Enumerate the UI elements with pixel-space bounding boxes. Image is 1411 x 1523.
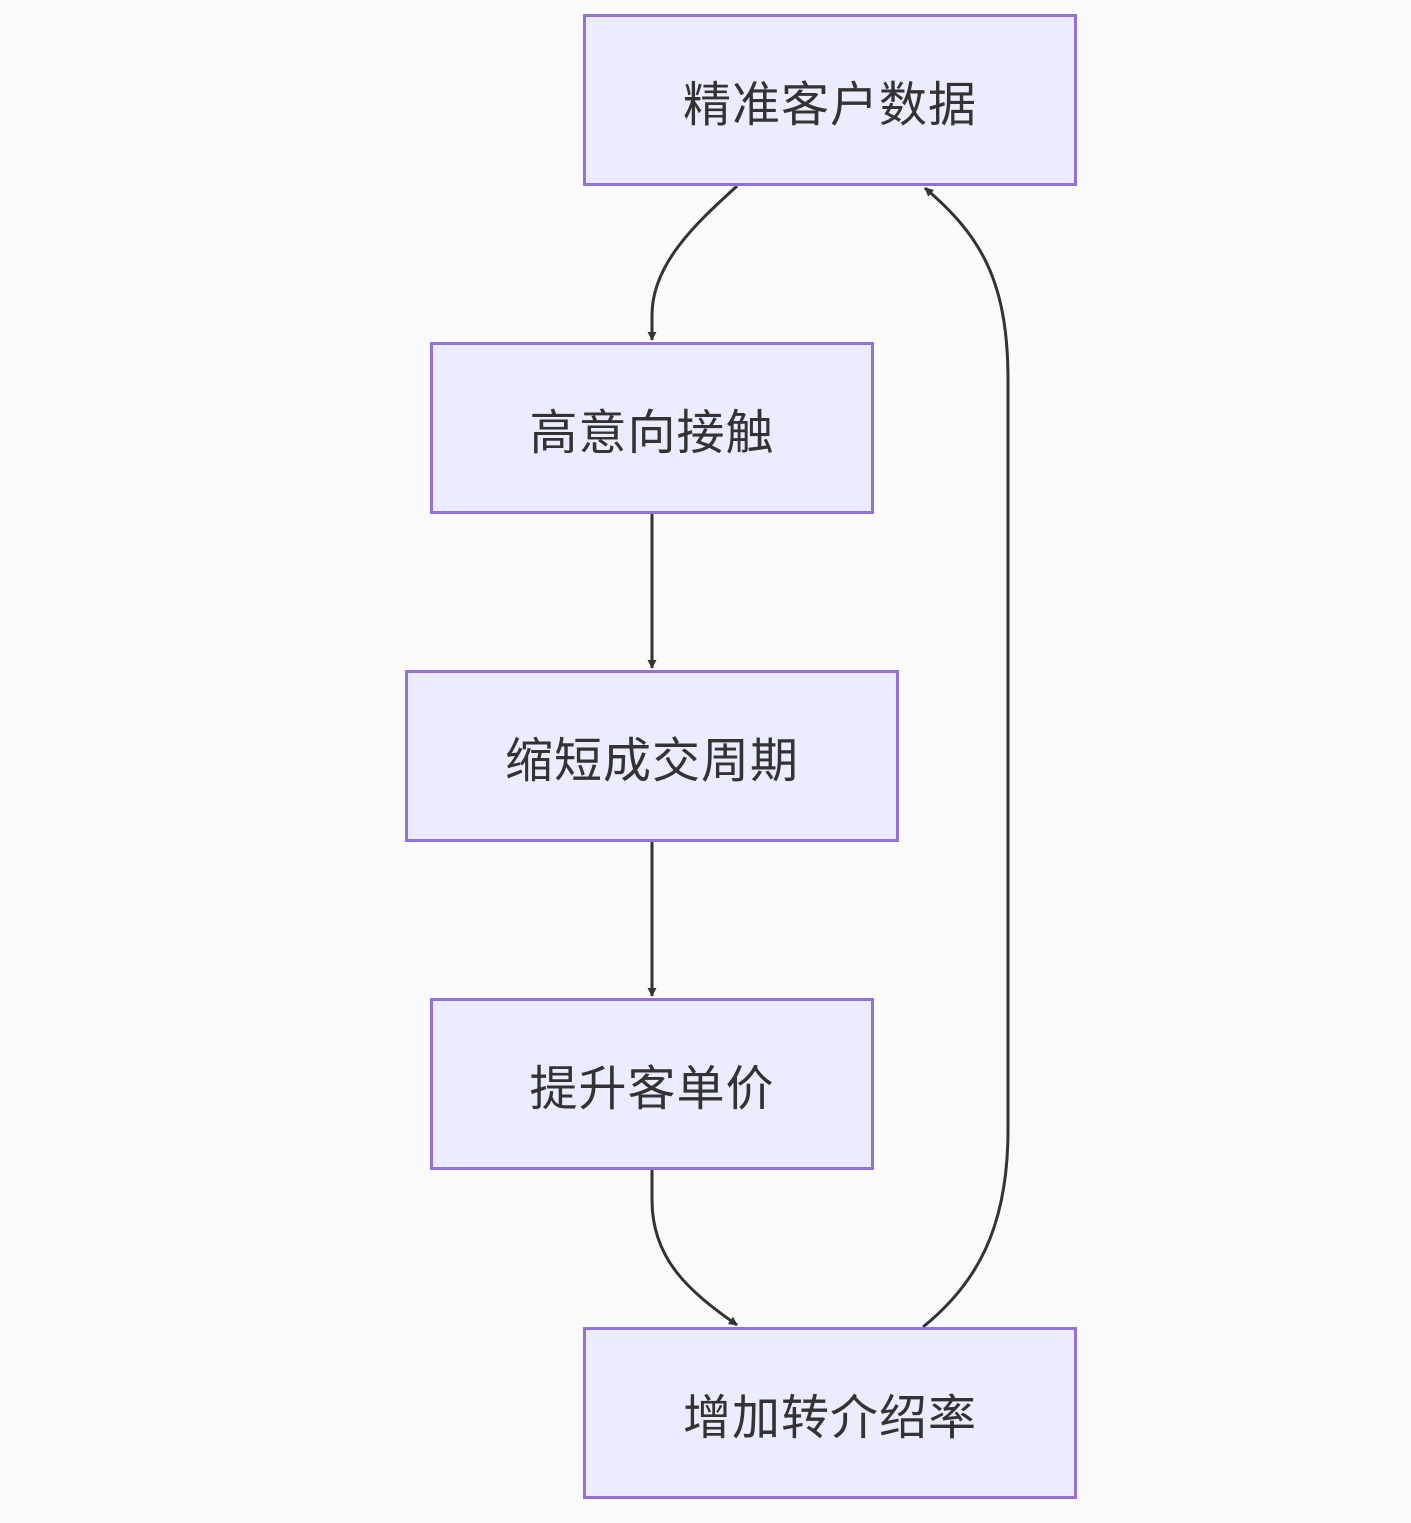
- node-label: 增加转介绍率: [682, 1390, 977, 1446]
- edge-n5-n1: [922, 186, 1010, 1329]
- node-label: 缩短成交周期: [504, 733, 799, 789]
- node-label: 高意向接触: [529, 405, 775, 461]
- node-shorten-deal-cycle: 缩短成交周期: [405, 670, 899, 842]
- edge-n4-n5: [650, 1170, 738, 1327]
- node-increase-referral-rate: 增加转介绍率: [583, 1327, 1077, 1499]
- node-increase-order-value: 提升客单价: [430, 998, 874, 1170]
- edge-n1-n2: [647, 184, 739, 341]
- node-label: 精准客户数据: [682, 77, 977, 133]
- node-label: 提升客单价: [529, 1061, 775, 1117]
- node-precise-customer-data: 精准客户数据: [583, 14, 1077, 186]
- node-high-intent-contact: 高意向接触: [430, 342, 874, 514]
